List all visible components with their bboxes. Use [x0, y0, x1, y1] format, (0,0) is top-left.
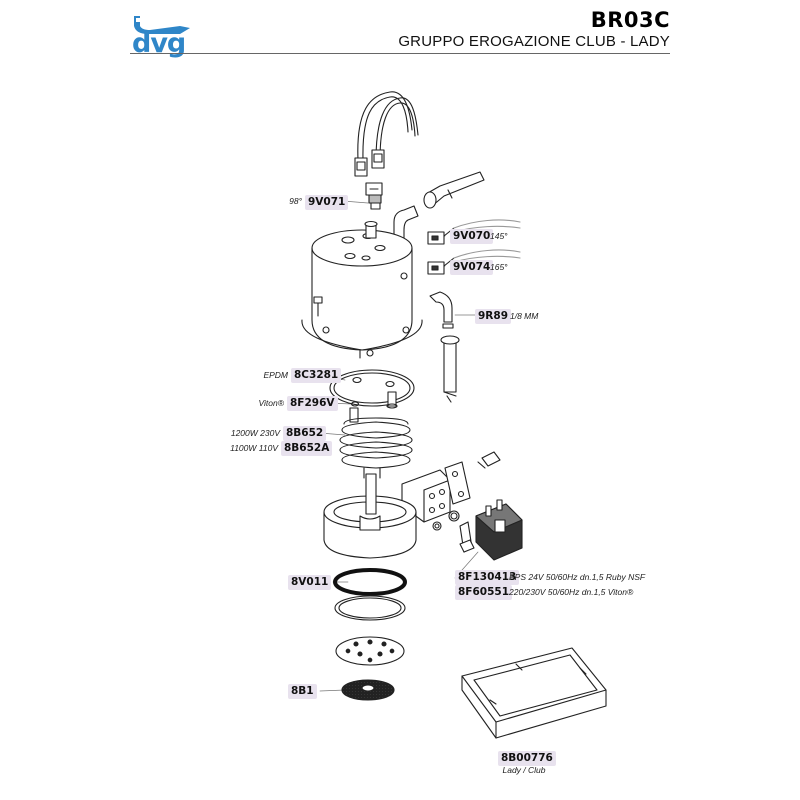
drip-tray	[461, 647, 607, 739]
pipe-fitting	[423, 171, 485, 209]
thermostat-98	[365, 182, 383, 210]
note-8c3281: EPDM	[263, 370, 288, 380]
note-9r89: 1/8 MM	[510, 311, 539, 321]
header-divider	[130, 53, 670, 54]
solenoid-valve	[459, 499, 523, 561]
part-label-8b1[interactable]: 8B1	[288, 684, 317, 699]
shower-plate	[335, 636, 405, 666]
mounting-plate	[444, 451, 501, 505]
part-label-8c3281[interactable]: 8C3281	[291, 368, 342, 383]
note-8f60551: 220/230V 50/60Hz dn.1,5 Viton®	[509, 587, 634, 597]
part-label-8b652[interactable]: 8B652	[283, 426, 327, 441]
page-code: BR03C	[590, 8, 670, 32]
page-subtitle: GRUPPO EROGAZIONE CLUB - LADY	[398, 33, 670, 50]
note-9v070: 145°	[490, 231, 508, 241]
heating-element	[339, 417, 413, 479]
note-9v074: 165°	[490, 262, 508, 272]
gasket-epdm	[329, 369, 415, 407]
tube	[440, 335, 460, 403]
oring-viton	[349, 391, 398, 423]
note-8b652a: 1100W 110V	[230, 443, 278, 453]
part-label-8f296v[interactable]: 8F296V	[287, 396, 338, 411]
small-orings	[432, 510, 460, 531]
part-label-8f130413[interactable]: 8F130413	[455, 570, 520, 585]
part-label-9r89[interactable]: 9R89	[475, 309, 512, 324]
wire-harness	[354, 91, 419, 177]
note-8f130413: PPS 24V 50/60Hz dn.1,5 Ruby NSF	[509, 572, 646, 582]
elbow-9r89	[429, 291, 454, 329]
part-label-8b00776[interactable]: 8B00776	[498, 751, 556, 766]
note-9v071: 98°	[289, 196, 302, 206]
screw-left	[313, 296, 323, 317]
part-label-8f60551[interactable]: 8F60551	[455, 585, 513, 600]
boiler	[301, 220, 423, 359]
shower-screen	[341, 679, 395, 701]
gasket-8v011	[333, 568, 407, 621]
brand-logo-icon	[134, 16, 190, 34]
part-label-9v070[interactable]: 9V070	[450, 229, 494, 244]
part-label-9v074[interactable]: 9V074	[450, 260, 494, 275]
part-label-8v011[interactable]: 8V011	[288, 575, 332, 590]
note-8f296v: Viton®	[258, 398, 284, 408]
thermostat-165	[427, 249, 521, 275]
thermostat-145	[427, 219, 521, 245]
group-body	[323, 469, 451, 559]
note-8b00776: Lady / Club	[502, 765, 546, 775]
note-8b652: 1200W 230V	[230, 428, 280, 438]
part-label-8b652a[interactable]: 8B652A	[281, 441, 333, 456]
header: dvg BR03C GRUPPO EROGAZIONE CLUB - LADY	[0, 0, 800, 60]
part-label-9v071[interactable]: 9V071	[305, 195, 349, 210]
